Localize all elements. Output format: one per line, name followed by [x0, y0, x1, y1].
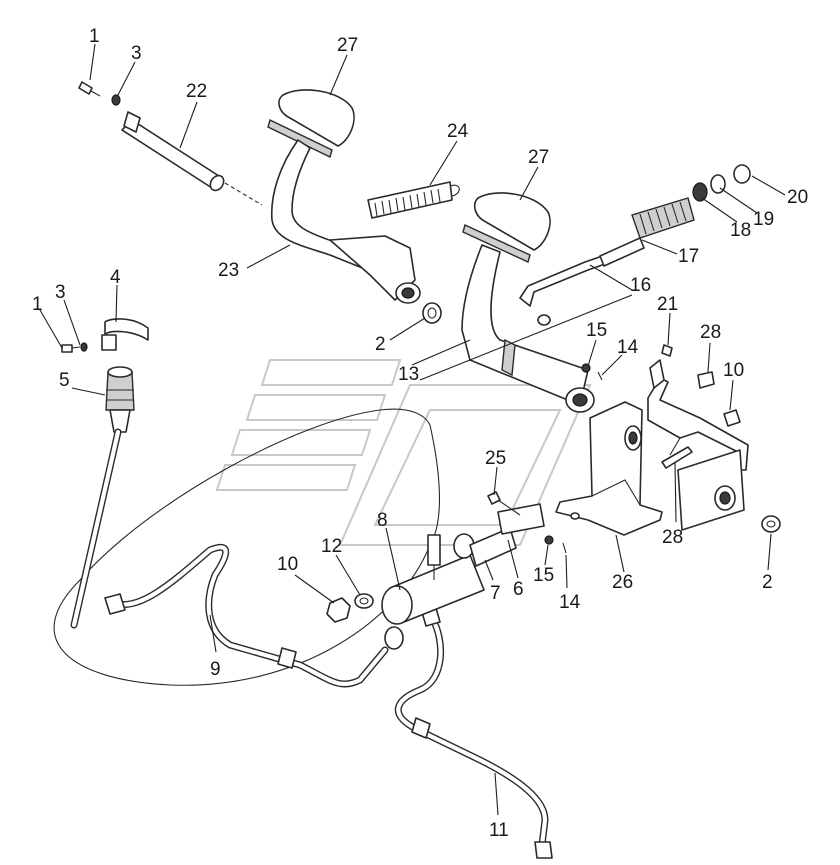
- callout-1-top: 1: [89, 26, 100, 47]
- pivot-shaft: [121, 111, 263, 206]
- callout-25: 25: [485, 448, 506, 469]
- callout-11: 11: [489, 820, 509, 841]
- callout-15-lower: 15: [533, 565, 554, 586]
- callout-28-bottom: 28: [662, 527, 683, 548]
- leader-lines: [39, 43, 786, 816]
- callout-3-left: 3: [55, 282, 66, 303]
- callout-6: 6: [513, 579, 524, 600]
- callout-2-lower: 2: [762, 572, 773, 593]
- return-spring: [367, 181, 460, 219]
- mounting-bracket: [555, 401, 663, 536]
- clutch-pedal: [267, 89, 421, 304]
- callout-17: 17: [678, 246, 699, 267]
- callout-26: 26: [612, 572, 633, 593]
- callout-3-top: 3: [131, 43, 142, 64]
- hose-clamp: [61, 318, 149, 353]
- callout-15-upper: 15: [586, 320, 607, 341]
- callout-4: 4: [110, 267, 121, 288]
- callout-10-upper: 10: [723, 360, 744, 381]
- callout-14-lower: 14: [559, 592, 581, 613]
- bolt-washer-top: [78, 81, 121, 106]
- callout-23: 23: [218, 260, 239, 281]
- callout-2-upper: 2: [375, 334, 386, 355]
- pipe-right: [394, 607, 553, 859]
- callout-14-upper: 14: [617, 337, 639, 358]
- callout-5: 5: [59, 370, 70, 391]
- lever-block: [647, 344, 749, 531]
- pipe-left: [104, 543, 404, 688]
- callout-1-left: 1: [32, 294, 43, 315]
- callout-21: 21: [657, 294, 678, 315]
- callout-18: 18: [730, 220, 751, 241]
- callout-10-lower: 10: [277, 554, 298, 575]
- callout-22: 22: [186, 81, 207, 102]
- callout-13: 13: [398, 364, 419, 385]
- callout-8: 8: [377, 510, 388, 531]
- master-cylinder: [381, 503, 545, 625]
- adjusting-rod: [519, 237, 645, 326]
- bolt-25: [487, 491, 521, 516]
- callout-24: 24: [447, 121, 469, 142]
- bushing-lower: [761, 515, 781, 533]
- pin-retainer: [544, 363, 603, 554]
- callout-12: 12: [321, 536, 342, 557]
- callout-9: 9: [210, 659, 221, 680]
- callout-28-top: 28: [700, 322, 721, 343]
- callout-20: 20: [787, 187, 808, 208]
- callout-27-right: 27: [528, 147, 549, 168]
- callout-19: 19: [753, 209, 774, 230]
- bushing-upper: [422, 302, 442, 324]
- adjuster-spring-nuts: [631, 164, 751, 239]
- callout-16: 16: [630, 275, 651, 296]
- callout-27-left: 27: [337, 35, 358, 56]
- nut-washer-lower: [326, 593, 374, 623]
- callout-labels: 1 3 22 27 24 27 20 19 18 17 23 4 1 3 16 …: [32, 26, 808, 841]
- fluid-reservoir: [70, 366, 135, 629]
- callout-7: 7: [490, 583, 501, 604]
